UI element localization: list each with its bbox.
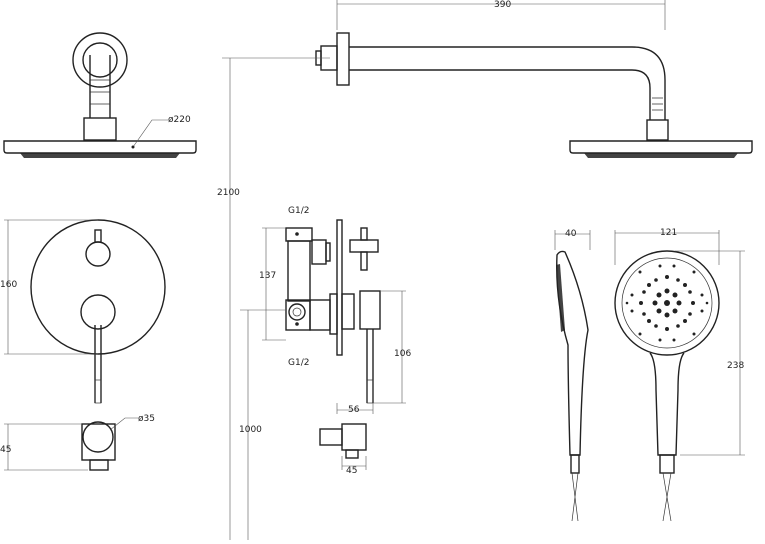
outlet-height-label: 1000	[239, 425, 262, 435]
shower-arm-side-view: 390 2100	[217, 0, 753, 540]
side-nozzles	[556, 264, 565, 332]
handset-length-label: 238	[727, 361, 744, 371]
total-height-label: 2100	[217, 188, 240, 198]
handset-width-label: 121	[660, 228, 677, 238]
arm-length-label: 390	[494, 0, 511, 10]
spray-pattern	[625, 264, 709, 342]
inlet-spacing-label: 137	[259, 271, 276, 281]
wall-outlet-view: 45 ø35	[0, 414, 155, 471]
head-diameter-label: ø220	[168, 115, 191, 125]
outlet-depth-label: 45	[0, 445, 11, 455]
thread-bottom-label: G1/2	[288, 358, 309, 368]
mixer-body-section: G1/2 G1/2 137 106 56 1000 45	[239, 206, 411, 540]
faceplate-front-view: 160	[0, 219, 166, 404]
outlet-projection-label: 45	[346, 466, 357, 476]
handset-depth-label: 40	[565, 229, 577, 239]
thread-top-label: G1/2	[288, 206, 309, 216]
handset-side-view: 40	[554, 229, 591, 522]
outlet-diameter-label: ø35	[138, 414, 155, 424]
body-depth-label: 56	[348, 405, 360, 415]
handset-front-view: 121 238	[614, 228, 745, 522]
faceplate-height-label: 160	[0, 280, 17, 290]
shower-head-front-view: ø220	[3, 32, 197, 158]
spray-nozzles-row	[20, 153, 180, 158]
lever-height-label: 106	[394, 349, 411, 359]
